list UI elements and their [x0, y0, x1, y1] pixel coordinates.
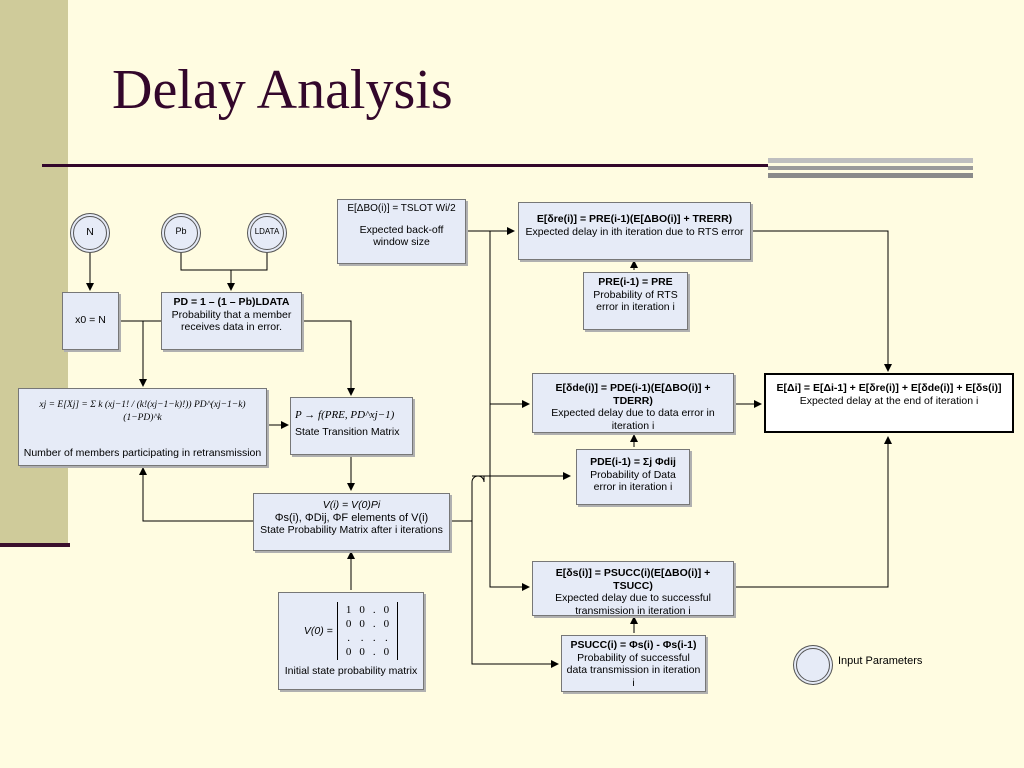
- edge-rts-final: [751, 230, 892, 372]
- legend-label: Input Parameters: [838, 655, 923, 667]
- rts-formula: E[δre(i)] = PRE(i-1)(E[ΔBO(i)] + TRERR): [536, 213, 733, 225]
- s-delay-box: E[δs(i)] = PSUCC(i)(E[ΔBO(i)] + TSUCC) E…: [532, 561, 734, 617]
- s-formula: E[δs(i)] = PSUCC(i)(E[ΔBO(i)] + TSUCC): [555, 567, 711, 592]
- v0-description: Initial state probability matrix: [284, 665, 418, 677]
- v0-matrix-cell: .: [372, 604, 376, 616]
- input-n-label: N: [86, 226, 94, 238]
- v0-matrix-cell: 0: [359, 618, 365, 630]
- backoff-formula: E[ΔBO(i)] = TSLOT Wi/2: [347, 203, 456, 214]
- v0-matrix-cell: .: [360, 632, 364, 644]
- pd-description: Probability that a member receives data …: [171, 308, 292, 334]
- de-description: Expected delay due to data error in iter…: [551, 407, 715, 432]
- xj-formula: xj = E[Xj] = Σ k (xj−1! / (k!(xj−1−k)!))…: [39, 400, 246, 423]
- final-delay-box: E[Δi] = E[Δi-1] + E[δre(i)] + E[δde(i)] …: [764, 373, 1014, 433]
- x0-box: x0 = N: [62, 292, 119, 350]
- title-rule: [42, 164, 972, 167]
- pre-formula: PRE(i-1) = PRE: [598, 276, 673, 288]
- edge-vi-pde: [450, 476, 570, 522]
- xj-description: Number of members participating in retra…: [23, 447, 262, 459]
- v0-matrix-cell: 0: [383, 604, 390, 616]
- vi-formula: V(i) = V(0)Pi: [322, 499, 381, 511]
- stm-box: P → f(PRE, PD^xj−1) State Transition Mat…: [290, 397, 413, 455]
- v0-label: V(0) =: [303, 624, 333, 637]
- v0-matrix-cell: 0: [383, 646, 390, 658]
- pd-box: PD = 1 – (1 – Pb)LDATA Probability that …: [161, 292, 302, 350]
- rts-delay-box: E[δre(i)] = PRE(i-1)(E[ΔBO(i)] + TRERR) …: [518, 202, 751, 260]
- vi-elements: Φs(i), ΦDij, ΦF elements of V(i): [274, 511, 429, 524]
- stm-formula: P → f(PRE, PD^xj−1): [295, 409, 395, 421]
- v0-matrix-cell: 0: [383, 618, 390, 630]
- edge-s-final: [734, 436, 892, 588]
- backoff-description: Expected back-off window size: [359, 223, 444, 249]
- input-ldata-label: LDATA: [254, 227, 280, 236]
- input-ldata-circle: LDATA: [250, 216, 284, 250]
- slide-title: Delay Analysis: [112, 59, 453, 121]
- v0-matrix-cell: .: [372, 618, 376, 630]
- edge-vi-xj: [139, 467, 253, 522]
- v0-matrix-cell: 0: [359, 646, 365, 658]
- v0-matrix-cell: .: [384, 632, 388, 644]
- edge-backoff-s: [489, 404, 530, 591]
- stm-description: State Transition Matrix: [295, 425, 400, 438]
- v0-matrix-row: ....: [342, 631, 393, 645]
- v0-matrix-cell: .: [372, 632, 376, 644]
- edge-pb-ldata-pd: [180, 250, 268, 290]
- psucc-description: Probability of successful data transmiss…: [566, 651, 701, 689]
- final-description: Expected delay at the end of iteration i: [799, 394, 979, 407]
- x0-formula: x0 = N: [75, 314, 106, 326]
- s-description: Expected delay due to successful transmi…: [555, 592, 711, 617]
- final-formula: E[Δi] = E[Δi-1] + E[δre(i)] + E[δde(i)] …: [776, 382, 1002, 394]
- v0-matrix-cell: .: [347, 632, 350, 644]
- pde-box: PDE(i-1) = Σj Φdij Probability of Data e…: [576, 449, 690, 505]
- side-accent-line: [0, 543, 70, 547]
- pde-formula: PDE(i-1) = Σj Φdij: [590, 456, 676, 468]
- de-formula: E[δde(i)] = PDE(i-1)(E[ΔBO(i)] + TDERR): [555, 382, 711, 407]
- vi-box: V(i) = V(0)Pi Φs(i), ΦDij, ΦF elements o…: [253, 493, 450, 551]
- rts-description: Expected delay in ith iteration due to R…: [525, 225, 744, 238]
- edge-backoff-de: [466, 230, 530, 408]
- backoff-box: E[ΔBO(i)] = TSLOT Wi/2 Expected back-off…: [337, 199, 466, 264]
- vi-description: State Probability Matrix after i iterati…: [260, 524, 443, 536]
- edge-vi-psucc: [471, 521, 559, 668]
- edge-x0-xj: [119, 320, 161, 386]
- legend-circle-icon: [796, 648, 830, 682]
- pd-formula: PD = 1 – (1 – Pb)LDATA: [173, 296, 290, 308]
- v0-matrix-cell: 0: [345, 646, 352, 658]
- v0-matrix-cell: .: [372, 646, 376, 658]
- v0-matrix-cell: 0: [345, 618, 352, 630]
- xj-box: xj = E[Xj] = Σ k (xj−1! / (k!(xj−1−k)!))…: [18, 388, 267, 466]
- pre-description: Probability of RTS error in iteration i: [593, 288, 678, 314]
- input-n-circle: N: [73, 216, 107, 250]
- de-delay-box: E[δde(i)] = PDE(i-1)(E[ΔBO(i)] + TDERR) …: [532, 373, 734, 433]
- title-decor-bar: [768, 158, 973, 178]
- v0-matrix-cell: 0: [359, 604, 365, 616]
- pde-description: Probability of Data error in iteration i: [590, 468, 676, 494]
- edge-pd-stm: [302, 320, 355, 396]
- psucc-box: PSUCC(i) = Φs(i) - Φs(i-1) Probability o…: [561, 635, 706, 692]
- v0-matrix-cell: 1: [345, 604, 352, 616]
- psucc-formula: PSUCC(i) = Φs(i) - Φs(i-1): [570, 639, 697, 651]
- input-pb-label: Pb: [175, 226, 187, 236]
- input-pb-circle: Pb: [164, 216, 198, 250]
- pre-box: PRE(i-1) = PRE Probability of RTS error …: [583, 272, 688, 330]
